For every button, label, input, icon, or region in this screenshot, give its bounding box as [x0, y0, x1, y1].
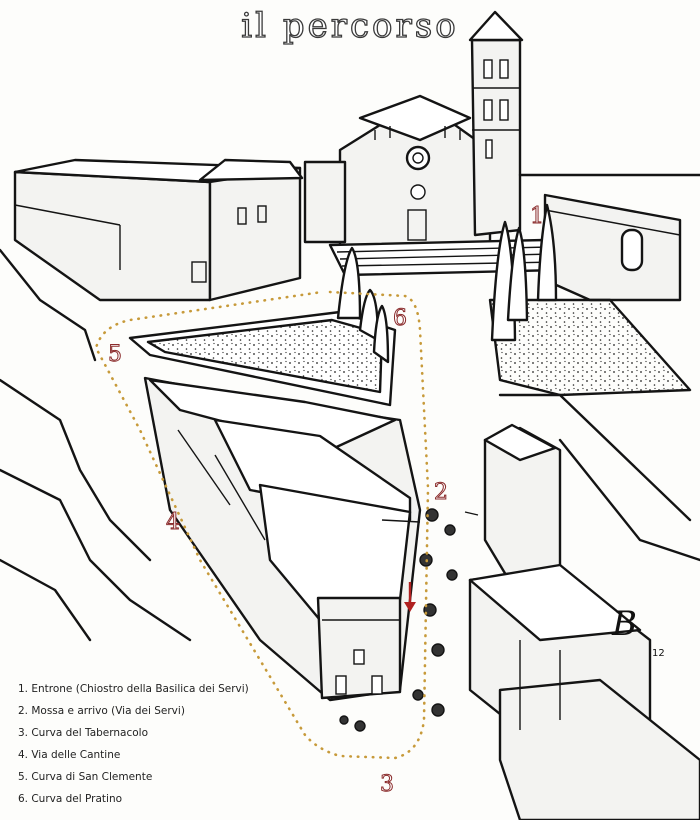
legend-item: 2. Mossa e arrivo (Via dei Servi) — [18, 705, 185, 717]
legend: 1. Entrone (Chiostro della Basilica dei … — [18, 678, 249, 810]
route-marker-1: 1 — [530, 204, 545, 230]
churchyard — [488, 298, 692, 397]
route-marker-5: 5 — [108, 342, 123, 368]
legend-item: 4. Via delle Cantine — [18, 749, 121, 761]
legend-item: 6. Curva del Pratino — [18, 793, 123, 805]
artist-signature: B — [612, 604, 637, 644]
left-street-walls — [0, 248, 192, 642]
race-route — [94, 290, 430, 760]
legend-item: 3. Curva del Tabernacolo — [18, 727, 149, 739]
right-wing-building — [518, 173, 700, 302]
central-building-block — [143, 376, 422, 702]
right-building-blocks — [468, 393, 700, 820]
basilica — [303, 94, 562, 277]
left-wing-building — [13, 158, 304, 302]
artist-signature-year: 12 — [652, 648, 665, 659]
route-marker-4: 4 — [166, 510, 181, 536]
route-marker-6: 6 — [393, 306, 408, 332]
page-title: il percorso — [241, 5, 459, 46]
bell-tower — [468, 10, 524, 237]
legend-item: 1. Entrone (Chiostro della Basilica dei … — [18, 683, 249, 695]
legend-item: 5. Curva di San Clemente — [18, 771, 153, 783]
triangular-garden — [128, 310, 397, 407]
cypress-trees — [336, 203, 558, 364]
direction-arrow — [404, 582, 416, 612]
route-marker-3: 3 — [380, 772, 395, 798]
route-marker-2: 2 — [434, 480, 449, 506]
